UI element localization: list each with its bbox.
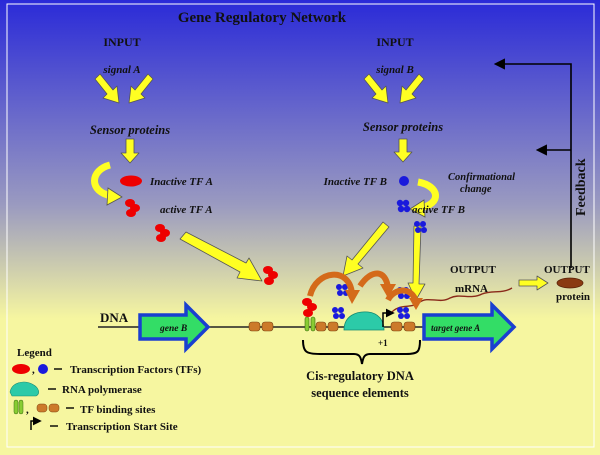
gene-b-label: gene B (159, 324, 187, 334)
legend-binding-site-green-icon (13, 399, 24, 415)
arrow-mrna-to-protein (518, 275, 549, 291)
arrow-tf-b-left (342, 221, 390, 277)
active-tf-a-shape-2 (155, 224, 170, 242)
dna-label: DNA (100, 310, 129, 325)
output-protein-label: protein (556, 291, 590, 303)
input-a-signal: signal A (102, 64, 140, 76)
cis-regulatory-line2: sequence elements (311, 386, 409, 400)
legend-comma-1: , (32, 364, 35, 376)
sensor-proteins-a: Sensor proteins (90, 123, 170, 137)
active-tf-b-shape-2 (414, 221, 427, 233)
active-tf-b-shape (396, 199, 411, 213)
curved-arrow-activation-a (91, 161, 113, 200)
curved-arrow-activation-b-head (409, 199, 426, 218)
curved-orange-arrow-1-head (345, 290, 360, 304)
bound-tf-b-right (397, 307, 410, 319)
arrow-tf-a-to-dna (179, 231, 263, 282)
gene-b-arrow (138, 300, 211, 354)
arrow-sensor-b-down (393, 138, 413, 163)
active-tf-a-shape (125, 199, 140, 217)
cis-regulatory-brace (302, 339, 421, 365)
tf-binding-sites-green (304, 316, 316, 332)
legend-item-binding-sites: TF binding sites (80, 404, 156, 416)
active-tf-b-label: active TF B (412, 204, 465, 216)
tf-binding-sites-left (248, 321, 274, 332)
tss-offset-label: +1 (378, 338, 388, 348)
inactive-tf-a-shape (120, 175, 142, 187)
legend-item-tss: Transcription Start Site (66, 421, 178, 433)
cis-regulatory-line1: Cis-regulatory DNA (306, 369, 414, 383)
output-mrna-label: mRNA (455, 283, 488, 295)
curved-orange-arrow-3-head (409, 298, 423, 310)
curved-orange-arrow-2 (357, 270, 391, 289)
active-tf-a-near-dna (263, 266, 278, 285)
diagram-title: Gene Regulatory Network (178, 10, 347, 26)
arrow-tf-b-right (407, 225, 426, 301)
output-mrna-heading: OUTPUT (450, 264, 497, 276)
legend-item-rna-polymerase: RNA polymerase (62, 384, 142, 396)
legend-rna-polymerase-icon (9, 381, 39, 397)
protein-shape (556, 277, 584, 289)
inactive-tf-b-label: Inactive TF B (323, 176, 387, 188)
output-protein-heading: OUTPUT (544, 264, 591, 276)
feedback-line-top (493, 58, 572, 268)
conformational-change-line2: change (460, 184, 492, 195)
feedback-label: Feedback (574, 158, 589, 216)
input-a-heading: INPUT (103, 35, 140, 49)
tss-arrow (382, 308, 395, 327)
curved-orange-arrow-1 (307, 271, 355, 297)
inactive-tf-b-shape (399, 176, 409, 186)
target-gene-a-label: target gene A (431, 323, 480, 333)
curved-orange-arrow-2-head (380, 284, 396, 298)
inactive-tf-a-label: Inactive TF A (149, 176, 213, 188)
mrna-transcript (389, 287, 513, 315)
tf-binding-sites-center (315, 321, 416, 332)
input-b-signal: signal B (375, 64, 414, 76)
legend-item-tfs: Transcription Factors (TFs) (70, 364, 202, 376)
arrow-sensor-a-down (120, 138, 140, 164)
curved-arrow-activation-a-head (106, 187, 123, 206)
legend-title: Legend (17, 347, 52, 359)
arrow-signal-b-left (363, 73, 389, 104)
arrow-signal-b-right (399, 73, 425, 104)
sensor-proteins-b: Sensor proteins (363, 120, 443, 134)
arrow-signal-a-left (94, 73, 120, 104)
target-gene-a-arrow (422, 300, 517, 354)
diagram-frame (6, 3, 595, 448)
legend-tf-blue-icon (38, 364, 48, 374)
bound-tf-b-center (332, 307, 345, 319)
conformational-change-line1: Confirmational (448, 172, 515, 183)
legend-tf-red-icon (12, 364, 30, 374)
active-tf-a-label: active TF A (160, 204, 213, 216)
input-b-heading: INPUT (376, 35, 413, 49)
yellow-arrows (94, 73, 549, 301)
bound-tf-a (302, 298, 317, 317)
legend-tss-icon (30, 416, 42, 430)
legend-comma-2: , (26, 404, 29, 416)
legend-binding-site-orange-icon (36, 403, 60, 413)
arrow-signal-a-right (128, 73, 154, 104)
